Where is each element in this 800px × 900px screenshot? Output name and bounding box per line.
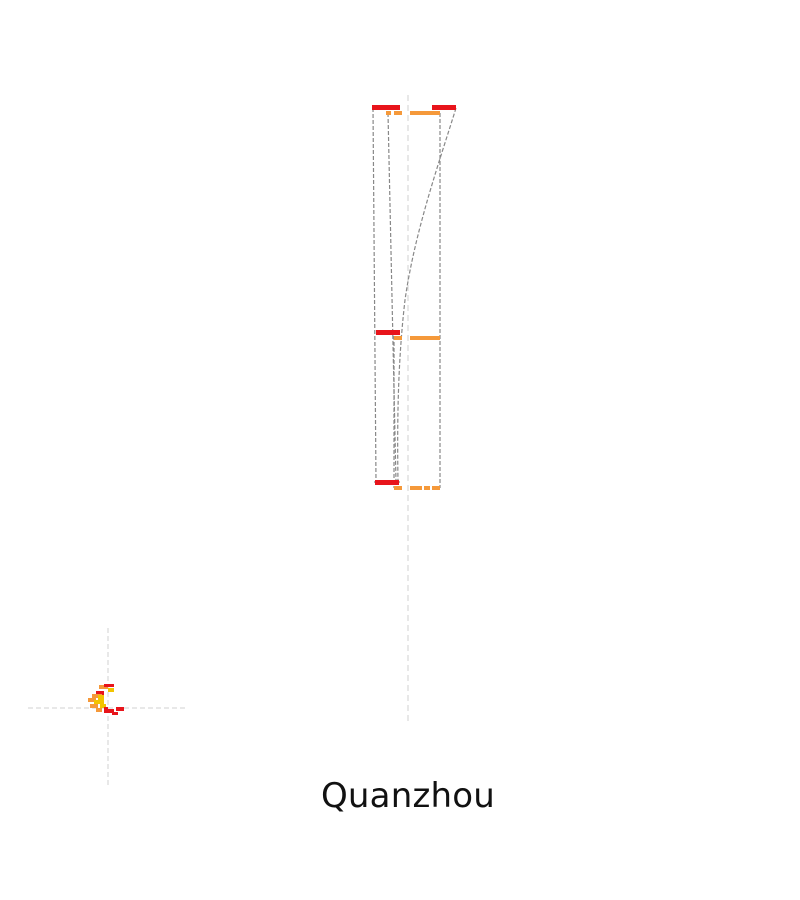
middle-band-row	[376, 330, 440, 340]
bottom-orange-band-a	[394, 486, 402, 490]
top-orange-band-a	[386, 111, 391, 115]
bottom-orange-band-c	[424, 486, 430, 490]
top-orange-band-b	[394, 111, 402, 115]
top-band-row	[372, 105, 456, 115]
top-right-red-band	[432, 105, 456, 110]
bottom-orange-band-d	[432, 486, 440, 490]
middle-red-band	[376, 330, 400, 335]
crossing-connector	[397, 107, 457, 483]
city-title: Quanzhou	[320, 776, 496, 816]
top-left-red-band	[372, 105, 400, 110]
bottom-orange-band-b	[410, 486, 422, 490]
bottom-red-band	[375, 480, 399, 485]
right-column-outline	[374, 113, 441, 488]
top-orange-band-c	[410, 111, 440, 115]
left-column-outline	[372, 107, 397, 483]
middle-orange-band-a	[394, 336, 402, 340]
inset-locator-glyph	[88, 684, 124, 715]
bottom-band-row	[375, 480, 440, 490]
middle-orange-band-b	[410, 336, 440, 340]
